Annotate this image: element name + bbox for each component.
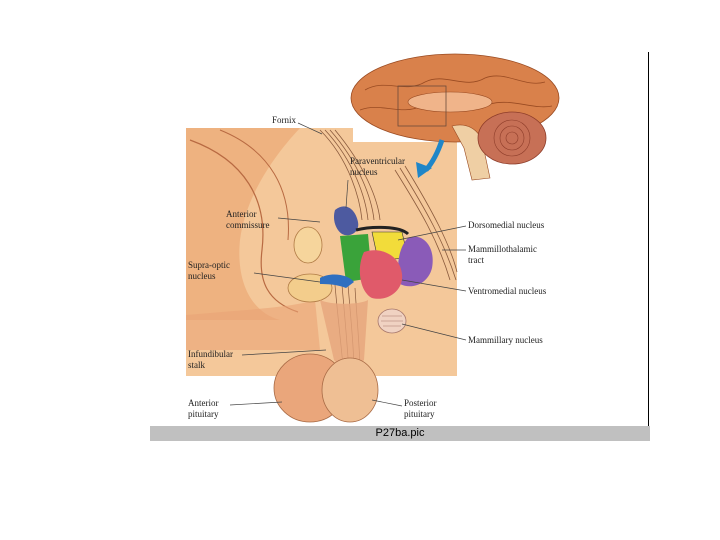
basal-tissue xyxy=(186,300,320,350)
cerebellum-folia xyxy=(493,119,531,157)
dark-boundary xyxy=(355,225,410,236)
anterior-commissure-shape xyxy=(293,226,323,264)
zoom-arrowhead xyxy=(416,162,432,178)
fornix-fibers xyxy=(319,129,458,281)
caption-bar: P27ba.pic xyxy=(150,426,650,441)
cerebellum-shape xyxy=(477,111,547,165)
corpus-callosum-shape xyxy=(407,91,493,113)
brain-inset xyxy=(350,53,560,181)
label-dorsomedial: Dorsomedial nucleus xyxy=(468,220,545,230)
inset-highlight-box xyxy=(397,85,447,127)
leader-lines xyxy=(229,122,467,407)
cortex-fold-line xyxy=(189,139,299,313)
paraventricular-nucleus xyxy=(333,206,359,236)
label-ventromedial: Ventromedial nucleus xyxy=(468,286,547,296)
cortex-fold-line-2 xyxy=(219,129,289,241)
cortex-fold xyxy=(186,128,300,320)
infundibular-stalk-shape xyxy=(320,300,368,366)
supraoptic-nucleus-shape xyxy=(320,274,354,288)
mammillary-stripes xyxy=(381,315,403,327)
brain-gyri xyxy=(364,75,546,91)
posterior-pituitary-shape xyxy=(321,357,379,423)
ventromedial-nucleus-shape xyxy=(359,250,403,299)
right-border-line xyxy=(648,52,649,428)
label-mammillary: Mammillary nucleus xyxy=(468,335,543,345)
posterior-nucleus-shape xyxy=(398,236,433,287)
caption-text: P27ba.pic xyxy=(375,427,425,439)
label-fornix: Fornix xyxy=(272,115,297,125)
